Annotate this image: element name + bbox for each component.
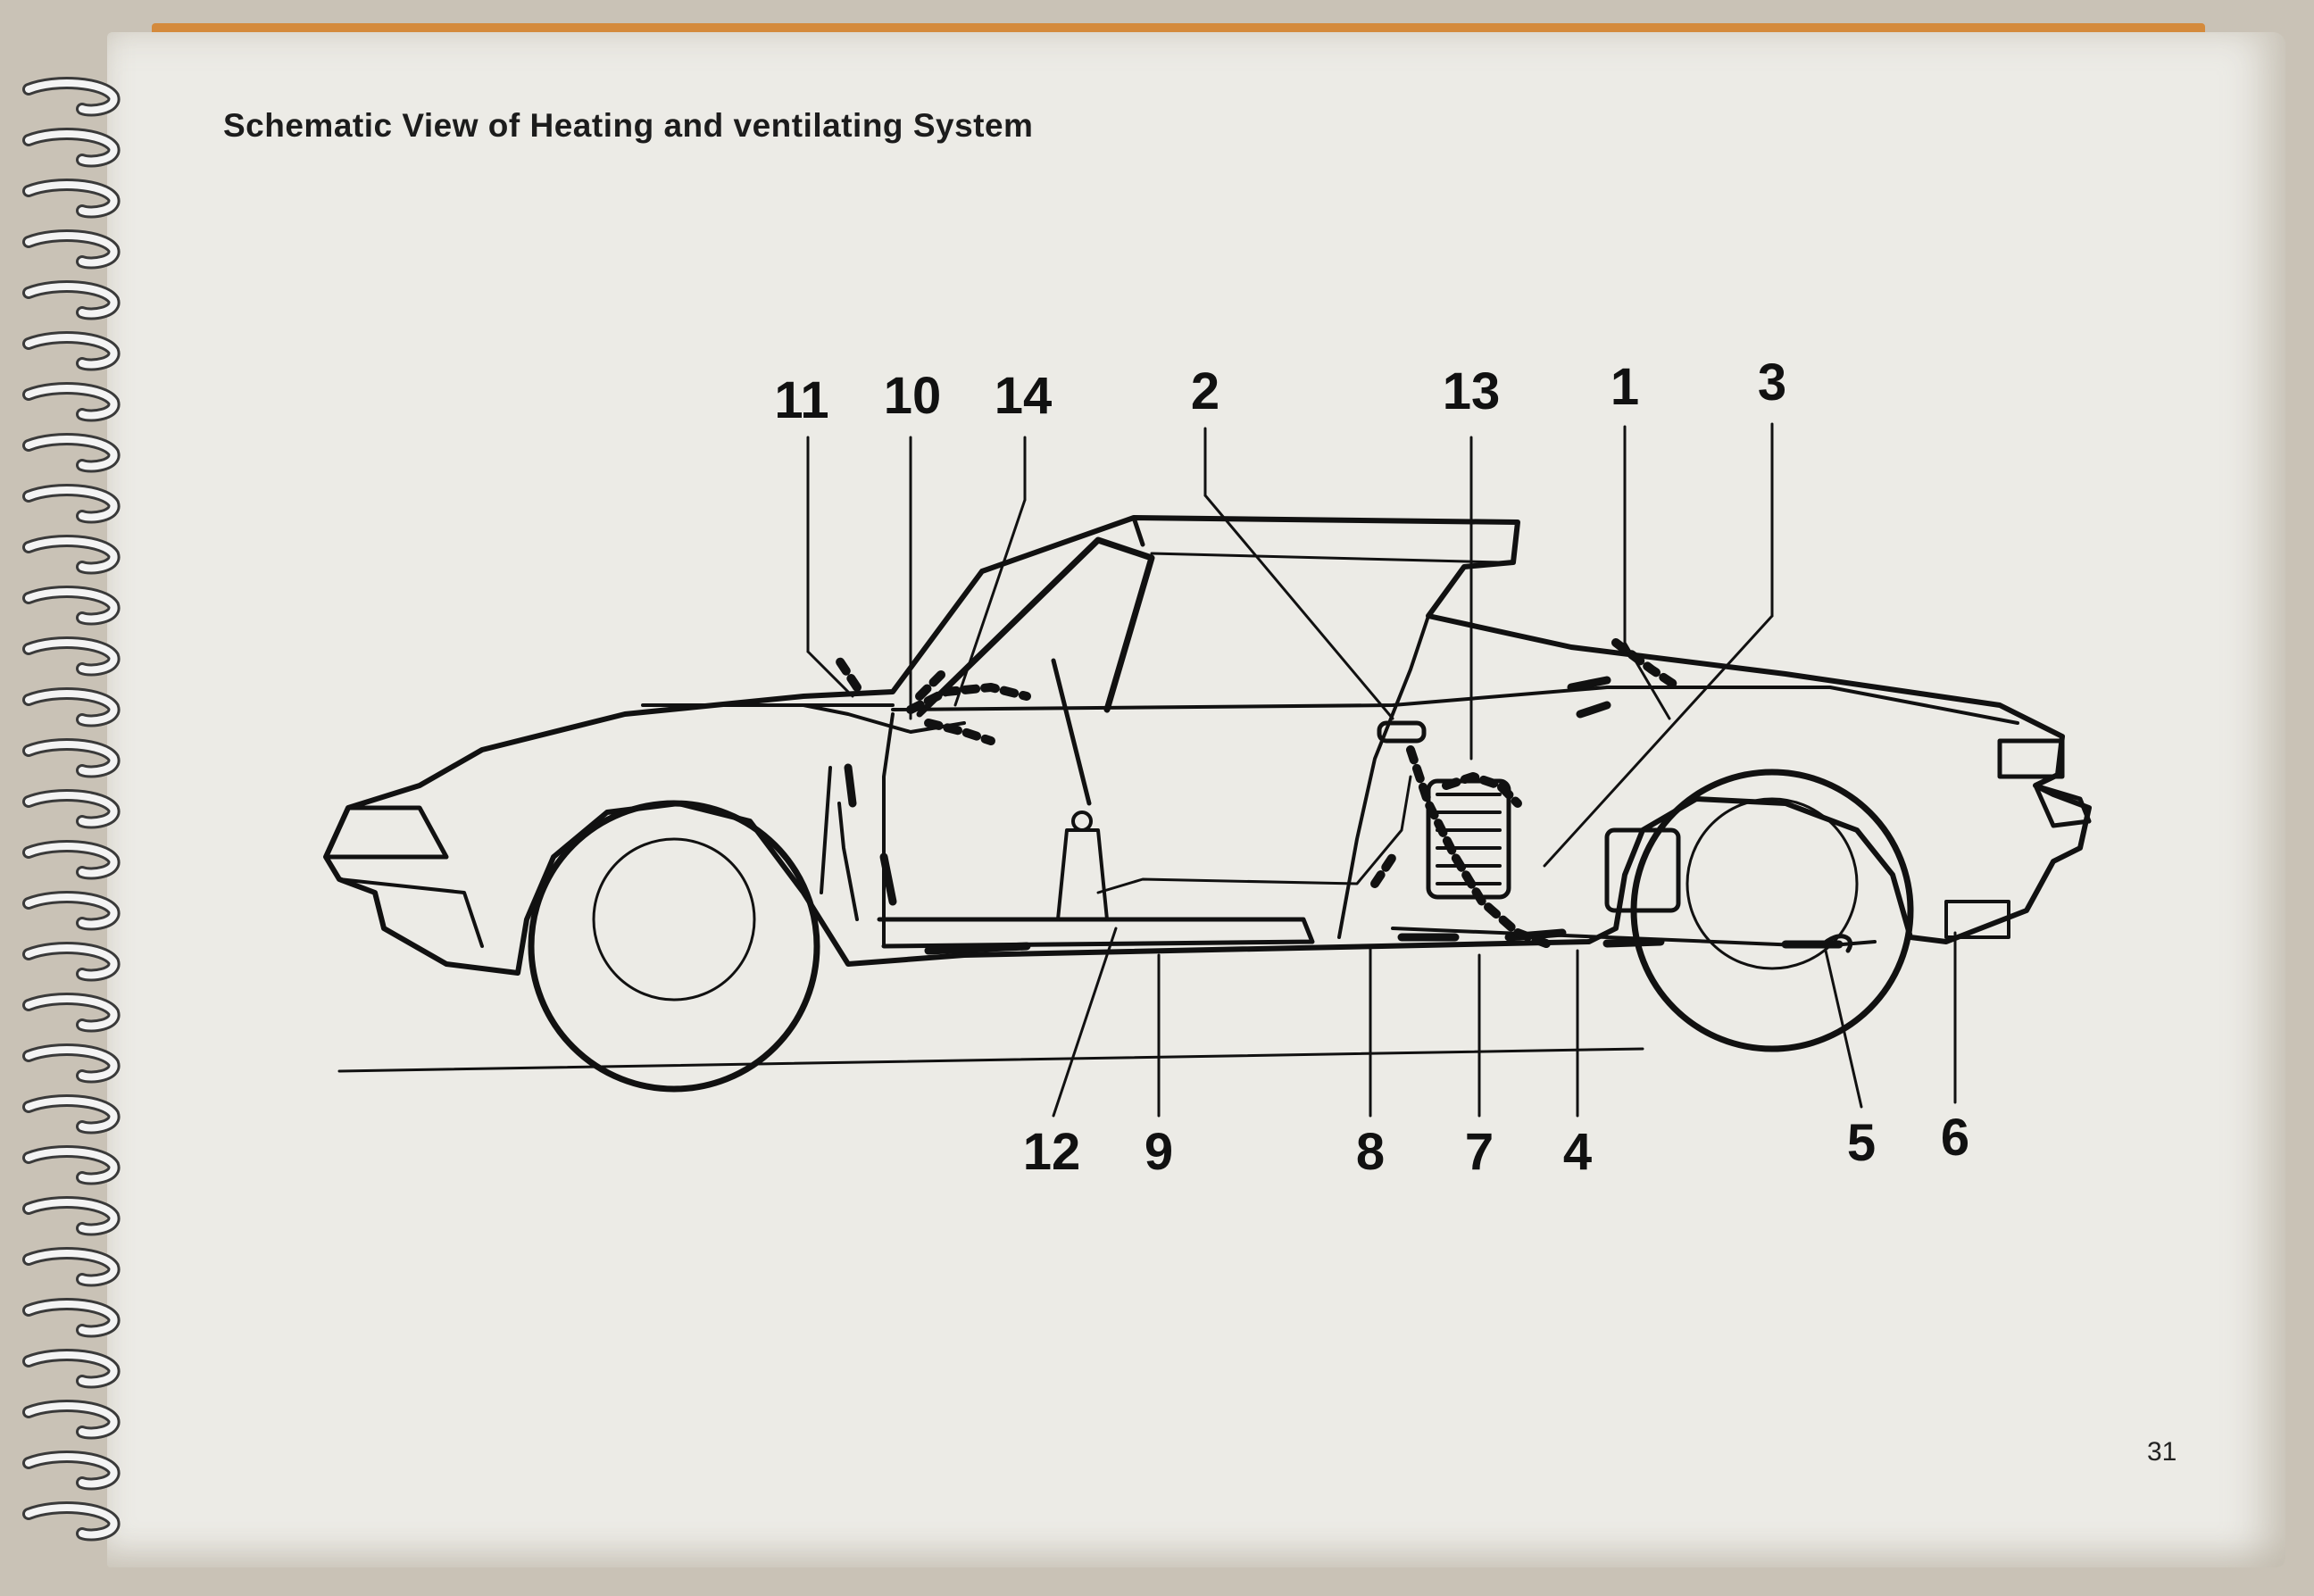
- callout-3: 3: [1757, 353, 1787, 411]
- binding-coil: [25, 1148, 118, 1183]
- rear-light: [1997, 738, 2065, 779]
- front-wheel: [528, 800, 820, 1093]
- airflow-dash: [924, 719, 995, 745]
- engine-cooling-coil: [1436, 793, 1502, 885]
- shifter-base: [1056, 828, 1109, 921]
- airflow-dashed-paths: [835, 638, 1683, 951]
- binding-coil: [25, 79, 118, 114]
- airflow-arrow: [844, 763, 857, 808]
- exhaust-bracket: [1944, 900, 2010, 939]
- binding-coil: [25, 436, 118, 470]
- leader-5: [1824, 949, 1863, 1109]
- belt-line: [641, 686, 2019, 725]
- spiral-binding: [22, 77, 121, 1542]
- binding-coil: [25, 1504, 118, 1539]
- callout-12: 12: [1022, 1123, 1081, 1181]
- callout-7: 7: [1464, 1123, 1494, 1181]
- binding-coil: [25, 283, 118, 318]
- rear-wheel-hub: [1686, 797, 1859, 970]
- heater-tube-floor: [877, 917, 1315, 949]
- rear-muffler: [1604, 827, 1681, 913]
- airflow-dash: [1442, 772, 1522, 808]
- binding-coil: [25, 1351, 118, 1386]
- binding-coil: [25, 995, 118, 1030]
- leader-12: [1052, 927, 1118, 1118]
- callout-1: 1: [1610, 358, 1640, 416]
- callout-8: 8: [1355, 1123, 1386, 1181]
- binding-coil: [25, 486, 118, 521]
- airflow-arrow: [1576, 701, 1611, 719]
- binding-coil: [25, 792, 118, 827]
- callout-11: 11: [774, 371, 829, 429]
- callout-14: 14: [994, 367, 1053, 425]
- callout-5: 5: [1846, 1114, 1877, 1172]
- binding-coil: [25, 894, 118, 928]
- binding-coil: [25, 130, 118, 165]
- roof-inner: [1150, 552, 1502, 564]
- binding-coil: [25, 588, 118, 623]
- leader-2b: [1203, 494, 1394, 720]
- ground-line: [337, 1047, 1644, 1073]
- car-body-outline: [323, 515, 2092, 976]
- roof-line: [1131, 515, 1145, 547]
- binding-coil: [25, 1402, 118, 1437]
- airflow-arrow: [1602, 937, 1665, 948]
- binding-coil: [25, 1250, 118, 1284]
- binding-coil: [25, 181, 118, 216]
- rear-bumper: [2033, 783, 2092, 828]
- callout-10: 10: [883, 367, 942, 425]
- binding-coil: [25, 741, 118, 776]
- front-air-duct: [820, 766, 859, 921]
- airflow-dash: [1406, 745, 1558, 951]
- airflow-arrow: [924, 942, 1031, 955]
- airflow-arrow: [1567, 676, 1611, 692]
- page-number: 31: [2147, 1437, 2177, 1467]
- binding-coil: [25, 1199, 118, 1234]
- airflow-arrows: [844, 676, 1844, 955]
- binding-coil: [25, 1301, 118, 1335]
- airflow-dash: [1370, 852, 1397, 888]
- page-title: Schematic View of Heating and ventilatin…: [223, 107, 1034, 144]
- front-headlight: [323, 805, 449, 860]
- binding-coil: [25, 639, 118, 674]
- leader-3b: [1543, 614, 1774, 868]
- door-front-edge: [882, 712, 895, 948]
- gear-knob: [1071, 810, 1093, 832]
- windshield-frame: [916, 536, 1155, 718]
- binding-coil: [25, 232, 118, 267]
- binding-coil: [25, 944, 118, 979]
- binding-coil: [25, 385, 118, 420]
- door-handle: [1377, 720, 1427, 744]
- front-bumper: [337, 877, 484, 948]
- airflow-dash: [835, 656, 862, 692]
- door-pillar: [1337, 614, 1430, 939]
- binding-coil: [25, 843, 118, 877]
- callout-4: 4: [1562, 1123, 1593, 1181]
- airflow-arrow: [879, 852, 897, 906]
- seat-outline: [1096, 775, 1412, 894]
- airflow-dash: [906, 683, 1031, 714]
- leader-1b: [1623, 641, 1671, 720]
- rear-heater-tube: [1391, 927, 1877, 948]
- binding-coil: [25, 537, 118, 572]
- callout-2: 2: [1190, 362, 1220, 420]
- leader-11b: [806, 650, 854, 698]
- airflow-dash: [915, 665, 951, 701]
- binding-coil: [25, 690, 118, 725]
- leader-lines: [806, 422, 1957, 1118]
- airflow-loop: [1819, 934, 1853, 953]
- binding-coil: [25, 1097, 118, 1132]
- callout-13: 13: [1442, 362, 1501, 420]
- front-wheel-hub: [592, 837, 756, 1002]
- gear-lever: [1051, 658, 1092, 806]
- airflow-dash: [1611, 638, 1683, 692]
- callout-6: 6: [1940, 1109, 1970, 1167]
- leader-14b: [953, 498, 1027, 707]
- binding-coil: [25, 1453, 118, 1488]
- manual-page: [107, 32, 2285, 1567]
- callout-9: 9: [1144, 1123, 1174, 1181]
- binding-coil: [25, 1046, 118, 1081]
- binding-coil: [25, 334, 118, 369]
